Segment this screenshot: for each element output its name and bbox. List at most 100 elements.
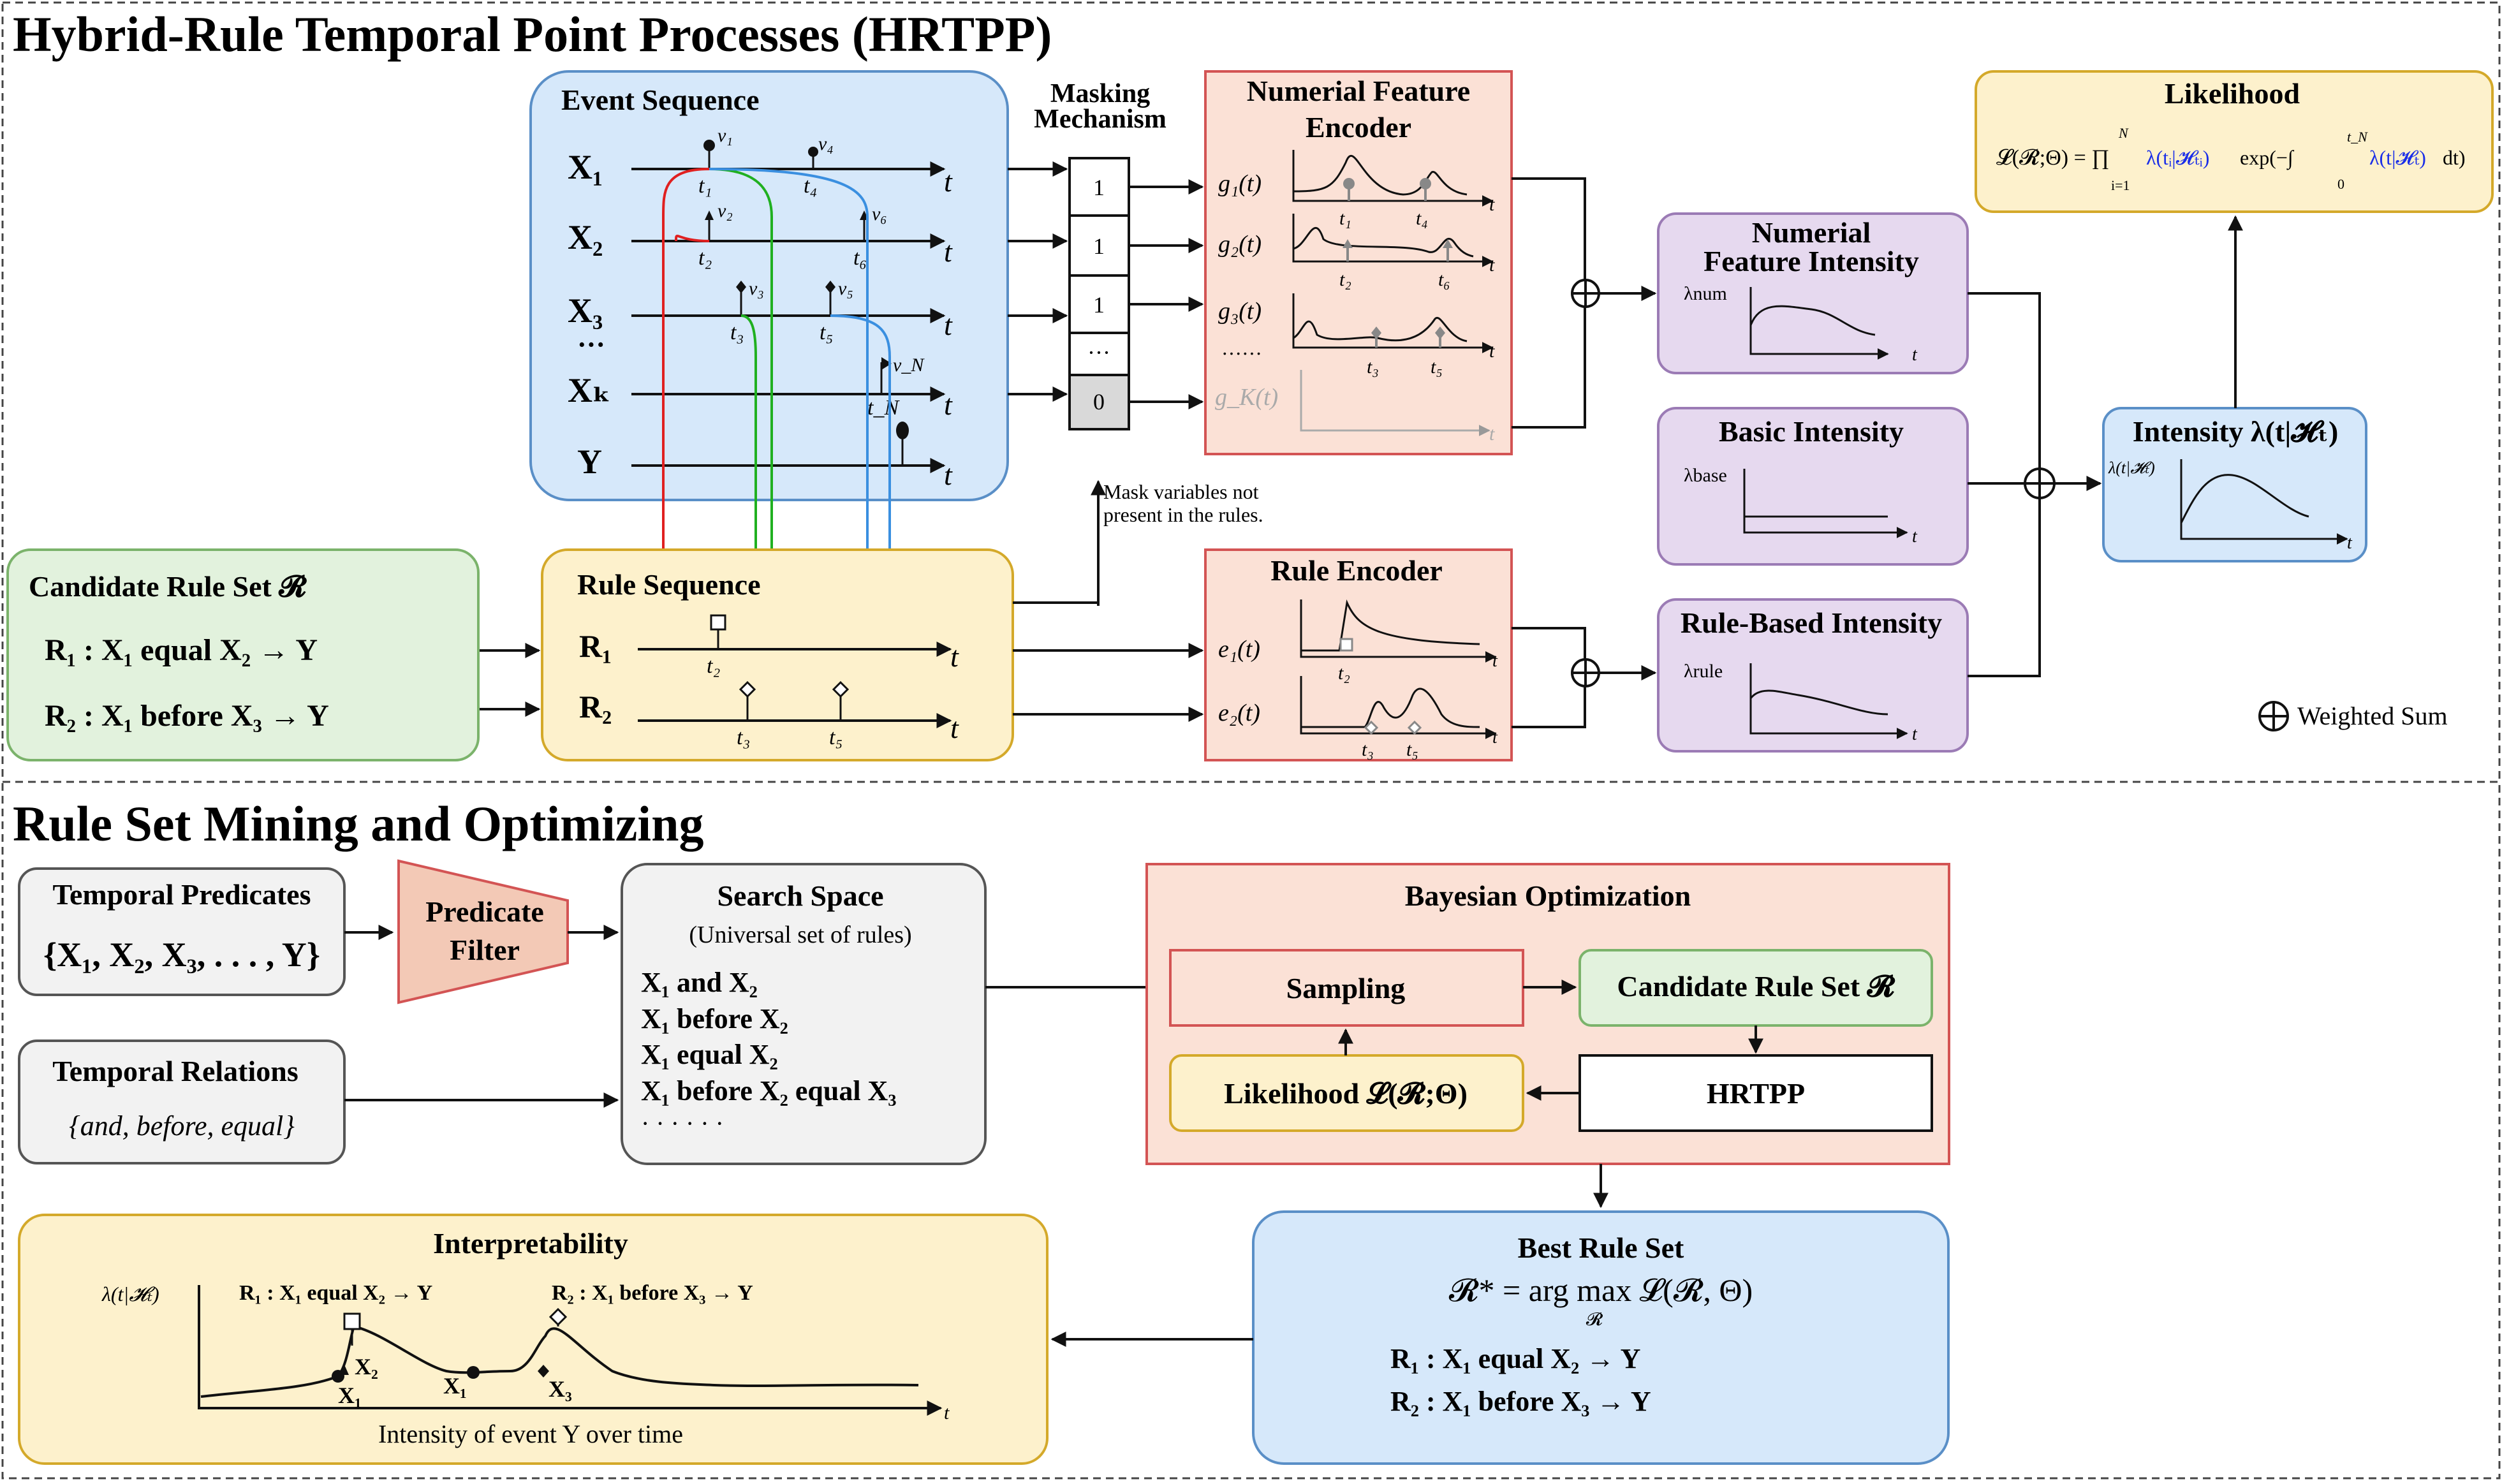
svg-text:t: t bbox=[1492, 651, 1498, 671]
rule-enc-t3: t₃ bbox=[1362, 739, 1374, 760]
svg-text:t: t bbox=[1492, 728, 1498, 747]
event-t3: t₃ bbox=[730, 321, 744, 344]
likelihood-prod-top: N bbox=[2118, 125, 2129, 141]
svg-text:t: t bbox=[944, 1402, 950, 1423]
rule-enc-t2: t₂ bbox=[1338, 663, 1350, 684]
rule-seq-t2: t₂ bbox=[707, 654, 720, 678]
candidate-title: Candidate Rule Set 𝓡 bbox=[29, 570, 307, 603]
svg-text:t: t bbox=[944, 165, 953, 198]
sum-top bbox=[1571, 279, 1600, 308]
svg-text:t: t bbox=[1489, 254, 1495, 275]
svg-text:t: t bbox=[944, 459, 953, 491]
numerical-intensity: Numerial Feature Intensity λnum t bbox=[1657, 212, 1969, 374]
rule-intensity-title: Rule-Based Intensity bbox=[1681, 606, 1942, 639]
row-label-dots: ··· bbox=[577, 329, 605, 360]
svg-text:t: t bbox=[1912, 724, 1918, 744]
bayesian-title: Bayesian Optimization bbox=[1405, 879, 1691, 912]
interp-ylabel: λ(t|𝓗ₜ) bbox=[101, 1282, 159, 1305]
rule-encoder: Rule Encoder e₁(t) e₂(t) t₂ t t₃ t₅ t bbox=[1204, 548, 1513, 761]
total-intensity: Intensity λ(t|𝓗ₜ) λ(t|𝓗ₜ) t bbox=[2102, 407, 2367, 562]
search-item-5: · · · · · · bbox=[641, 1109, 724, 1138]
event-tN: t_N bbox=[867, 396, 900, 420]
likelihood-int-top: t_N bbox=[2347, 129, 2368, 145]
svg-text:t: t bbox=[944, 235, 953, 268]
mask-note-1: Mask variables not bbox=[1103, 480, 1259, 503]
likelihood-panel: Likelihood 𝓛(𝓡;Θ) = ∏ N i=1 λ(tᵢ|𝓗ₜᵢ) ex… bbox=[1975, 70, 2494, 213]
candidate-rule-1: R₁ : X₁ equal X₂ → Y bbox=[45, 633, 318, 667]
temporal-relations: Temporal Relations {and, before, equal} bbox=[18, 1040, 346, 1164]
mask-cell-0: 0 bbox=[1093, 389, 1105, 415]
svg-text:t: t bbox=[944, 309, 953, 341]
event-t4: t₄ bbox=[804, 174, 817, 198]
row-label-x3: X₃ bbox=[568, 291, 603, 330]
likelihood-left: 𝓛(𝓡;Θ) = ∏ bbox=[1996, 146, 2109, 170]
search-item-4: X₁ before X₂ equal X₃ bbox=[641, 1075, 897, 1106]
search-item-3: X₁ equal X₂ bbox=[641, 1039, 778, 1070]
enc-tick-t6: t₆ bbox=[1438, 269, 1450, 290]
sum-bottom bbox=[1571, 658, 1600, 687]
total-intensity-title: Intensity λ(t|𝓗ₜ) bbox=[2133, 415, 2339, 448]
interp-label-x2: X₂ bbox=[355, 1354, 378, 1379]
svg-text:t: t bbox=[1912, 527, 1918, 547]
likelihood-exp: exp(−∫ bbox=[2240, 146, 2295, 170]
event-v1: v₁ bbox=[717, 125, 733, 146]
row-label-y: Y bbox=[577, 443, 602, 481]
numerical-feature-encoder: Numerial Feature Encoder g₁(t) g₂(t) g₃(… bbox=[1204, 70, 1513, 455]
enc-tick-t3: t₃ bbox=[1367, 356, 1379, 378]
event-v3: v₃ bbox=[749, 278, 764, 299]
bayesian-hrtpp: HRTPP bbox=[1707, 1077, 1805, 1110]
event-t5: t₅ bbox=[820, 321, 833, 344]
temporal-predicates: Temporal Predicates {X₁, X₂, X₃, . . . ,… bbox=[18, 867, 346, 996]
temporal-relations-value: {and, before, equal} bbox=[69, 1110, 295, 1142]
bottom-section-frame bbox=[1, 781, 2501, 1480]
bayesian-sampling: Sampling bbox=[1286, 972, 1406, 1004]
interp-r2: R₂ : X₁ before X₃ → Y bbox=[552, 1281, 753, 1305]
search-space-subtitle: (Universal set of rules) bbox=[689, 922, 911, 948]
num-intensity-title-2: Feature Intensity bbox=[1704, 245, 1919, 277]
likelihood-blue-1: λ(tᵢ|𝓗ₜᵢ) bbox=[2146, 146, 2209, 169]
mask-cell-dots: ··· bbox=[1087, 340, 1110, 365]
likelihood-prod-bottom: i=1 bbox=[2111, 177, 2130, 193]
mask-cell-3: 1 bbox=[1093, 292, 1105, 318]
enc-tick-t2: t₂ bbox=[1339, 269, 1351, 290]
masking-title-1: Masking bbox=[1050, 79, 1150, 108]
predicate-filter-2: Filter bbox=[450, 934, 520, 966]
mask-cell-2: 1 bbox=[1093, 233, 1105, 259]
num-intensity-label: λnum bbox=[1684, 283, 1727, 304]
masking-title-2: Mechanism bbox=[1034, 105, 1166, 134]
candidate-rule-set-panel: Candidate Rule Set 𝓡 R₁ : X₁ equal X₂ → … bbox=[6, 548, 480, 761]
rule-seq-r2: R₂ bbox=[579, 689, 612, 724]
predicate-filter: Predicate Filter bbox=[397, 859, 569, 1004]
interp-r1: R₁ : X₁ equal X₂ → Y bbox=[239, 1281, 432, 1305]
row-label-x2: X₂ bbox=[568, 218, 603, 256]
enc-tick-t5: t₅ bbox=[1431, 356, 1443, 378]
basic-intensity-title: Basic Intensity bbox=[1719, 415, 1904, 448]
mask-cell-1: 1 bbox=[1093, 175, 1105, 200]
event-sequence-panel: Event Sequence X₁ X₂ X₃ ··· Xₖ Y t t t t… bbox=[529, 70, 1009, 721]
func-gK: g_K(t) bbox=[1215, 384, 1278, 411]
func-g1: g₁(t) bbox=[1218, 170, 1262, 197]
best-rule-set: Best Rule Set 𝓡* = arg max 𝓛(𝓡, Θ) 𝓡 R₁ … bbox=[1252, 1210, 1950, 1465]
total-intensity-label: λ(t|𝓗ₜ) bbox=[2108, 459, 2155, 477]
temporal-relations-title: Temporal Relations bbox=[52, 1055, 298, 1087]
svg-text:t: t bbox=[944, 388, 953, 421]
bottom-section-title: Rule Set Mining and Optimizing bbox=[13, 796, 703, 851]
search-item-1: X₁ and X₂ bbox=[641, 967, 758, 998]
sum-center bbox=[2024, 467, 2056, 499]
event-v5: v₅ bbox=[838, 278, 853, 299]
rule-seq-t5: t₅ bbox=[829, 726, 843, 749]
best-rule-formula-sub: 𝓡 bbox=[1586, 1310, 1603, 1330]
rule-encoder-title: Rule Encoder bbox=[1270, 554, 1443, 587]
event-v6: v₆ bbox=[872, 203, 887, 224]
rule-func-e2: e₂(t) bbox=[1218, 700, 1260, 726]
event-v4: v₄ bbox=[818, 133, 834, 154]
rule-based-intensity: Rule-Based Intensity λrule t bbox=[1657, 598, 1969, 753]
candidate-rule-2: R₂ : X₁ before X₃ → Y bbox=[45, 699, 329, 733]
rule-sequence-panel: Rule Sequence R₁ R₂ t t t₂ t₃ t₅ bbox=[541, 548, 1014, 761]
rule-intensity-label: λrule bbox=[1684, 661, 1723, 682]
likelihood-int-bottom: 0 bbox=[2337, 176, 2344, 192]
func-dots: ······ bbox=[1221, 342, 1262, 365]
rule-seq-r1: R₁ bbox=[579, 628, 612, 664]
likelihood-blue-2: λ(t|𝓗ₜ) bbox=[2369, 146, 2426, 169]
